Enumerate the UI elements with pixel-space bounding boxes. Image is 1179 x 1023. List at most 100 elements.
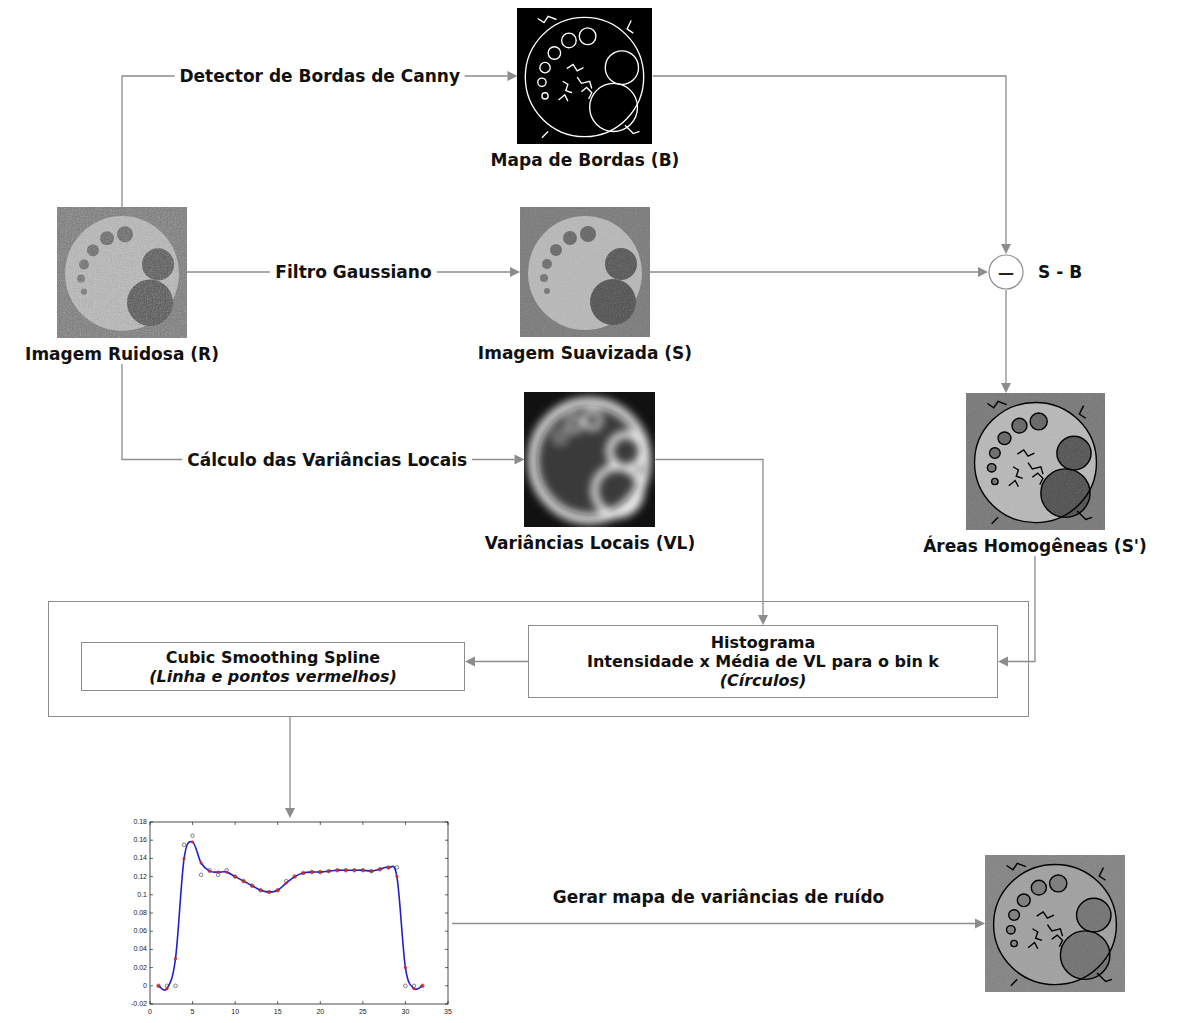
tick-mark (362, 822, 363, 825)
histogram-circle (378, 868, 382, 872)
spline-point (174, 957, 177, 960)
histogram-circle (318, 870, 322, 874)
tick-mark (150, 840, 153, 841)
edge-label: Filtro Gaussiano (270, 262, 436, 282)
edge-label: Gerar mapa de variâncias de ruído (548, 887, 890, 907)
image-node: Imagem Ruidosa (R) (22, 207, 222, 364)
spline-point (353, 869, 356, 872)
spline-point (361, 869, 364, 872)
histogram-circle (276, 888, 280, 892)
spline-point (217, 871, 220, 874)
tick-mark (235, 822, 236, 825)
tick-mark (150, 858, 153, 859)
connector-line (452, 923, 975, 924)
histogram-circle (361, 868, 365, 872)
phantom-shapes (57, 207, 187, 338)
axis-tick-label: 0.16 (133, 836, 147, 844)
image-node: Imagem Suavizada (S) (475, 207, 695, 363)
spline-point (242, 880, 245, 883)
noisy-phantom-image (57, 207, 187, 338)
arrow-head (975, 919, 985, 929)
tick-mark (445, 913, 448, 914)
noise-overlay (985, 855, 1125, 992)
tick-mark (150, 1004, 153, 1005)
connector-line (122, 76, 508, 207)
spline-point (395, 875, 398, 878)
operator-label: S - B (1038, 262, 1082, 282)
histogram-circle (182, 843, 186, 847)
image-node: Variâncias Locais (VL) (482, 392, 698, 553)
histogram-circle (310, 870, 314, 874)
spline-chart (128, 818, 452, 1016)
spline-point (251, 884, 254, 887)
image-caption: Áreas Homogêneas (S') (923, 536, 1147, 556)
tick-mark (320, 822, 321, 825)
spline-point (336, 869, 339, 872)
spline-point (319, 871, 322, 874)
connector-arrow (122, 71, 517, 207)
axis-tick-label: 15 (274, 1008, 282, 1016)
axis-tick-label: 0.14 (133, 854, 147, 862)
smoothed-image (520, 207, 650, 337)
tick-mark (150, 822, 153, 823)
tick-mark (150, 894, 153, 895)
spline-point (404, 966, 407, 969)
spline-point (200, 861, 203, 864)
tick-mark (150, 967, 153, 968)
connector-arrow (998, 556, 1035, 667)
tick-mark (150, 822, 151, 825)
tick-mark (150, 949, 153, 950)
spline-point (157, 984, 160, 987)
tick-mark (445, 840, 448, 841)
connector-line (1008, 556, 1035, 662)
histogram-circle (191, 834, 195, 838)
histogram-circle (242, 879, 246, 883)
tick-mark (445, 949, 448, 950)
homogeneous-areas-image (966, 393, 1105, 530)
box-text: (Círculos) (720, 671, 807, 690)
axis-tick-label: 0 (143, 982, 147, 990)
axis-tick-label: -0.02 (131, 1000, 147, 1008)
variance-ground (524, 392, 655, 527)
arrow-head (758, 615, 768, 625)
arrow-head (465, 657, 475, 667)
axis-tick-label: 0.08 (133, 909, 147, 917)
spline-point (302, 871, 305, 874)
spline-point (285, 881, 288, 884)
tick-mark (150, 931, 153, 932)
local-variance-image (524, 392, 655, 527)
spline-line (159, 842, 423, 991)
connector-arrow (650, 267, 988, 277)
histogram-circle (267, 890, 271, 894)
tick-mark (192, 822, 193, 825)
spline-point (268, 891, 271, 894)
edge-label: Cálculo das Variâncias Locais (182, 450, 472, 470)
arrow-head (978, 267, 988, 277)
histogram-circle (370, 869, 374, 873)
noise-overlay (966, 393, 1105, 530)
spline-point (183, 857, 186, 860)
box-text: (Linha e pontos vermelhos) (149, 667, 397, 686)
histogram-circle (404, 984, 408, 988)
tick-mark (405, 1001, 406, 1004)
arrow-head (1001, 244, 1011, 254)
process-box: HistogramaIntensidade x Média de VL para… (528, 625, 998, 698)
histogram-circle (208, 868, 212, 872)
axis-tick-label: 10 (231, 1008, 239, 1016)
axis-tick-label: 25 (359, 1008, 367, 1016)
histogram-circle (293, 875, 297, 879)
group-box: HistogramaIntensidade x Média de VL para… (48, 601, 1029, 717)
histogram-circle (421, 984, 425, 988)
connector-line (653, 76, 1007, 244)
histogram-circles (157, 834, 425, 988)
image-caption: Imagem Ruidosa (R) (25, 344, 219, 364)
tick-mark (150, 985, 153, 986)
image-caption: Mapa de Bordas (B) (491, 150, 680, 170)
tick-mark (448, 1001, 449, 1004)
noise-variance-map-image (985, 855, 1125, 992)
axis-tick-label: 30 (402, 1008, 410, 1016)
tick-mark (150, 1001, 151, 1004)
spline-point (421, 984, 424, 987)
image-node (985, 855, 1125, 992)
